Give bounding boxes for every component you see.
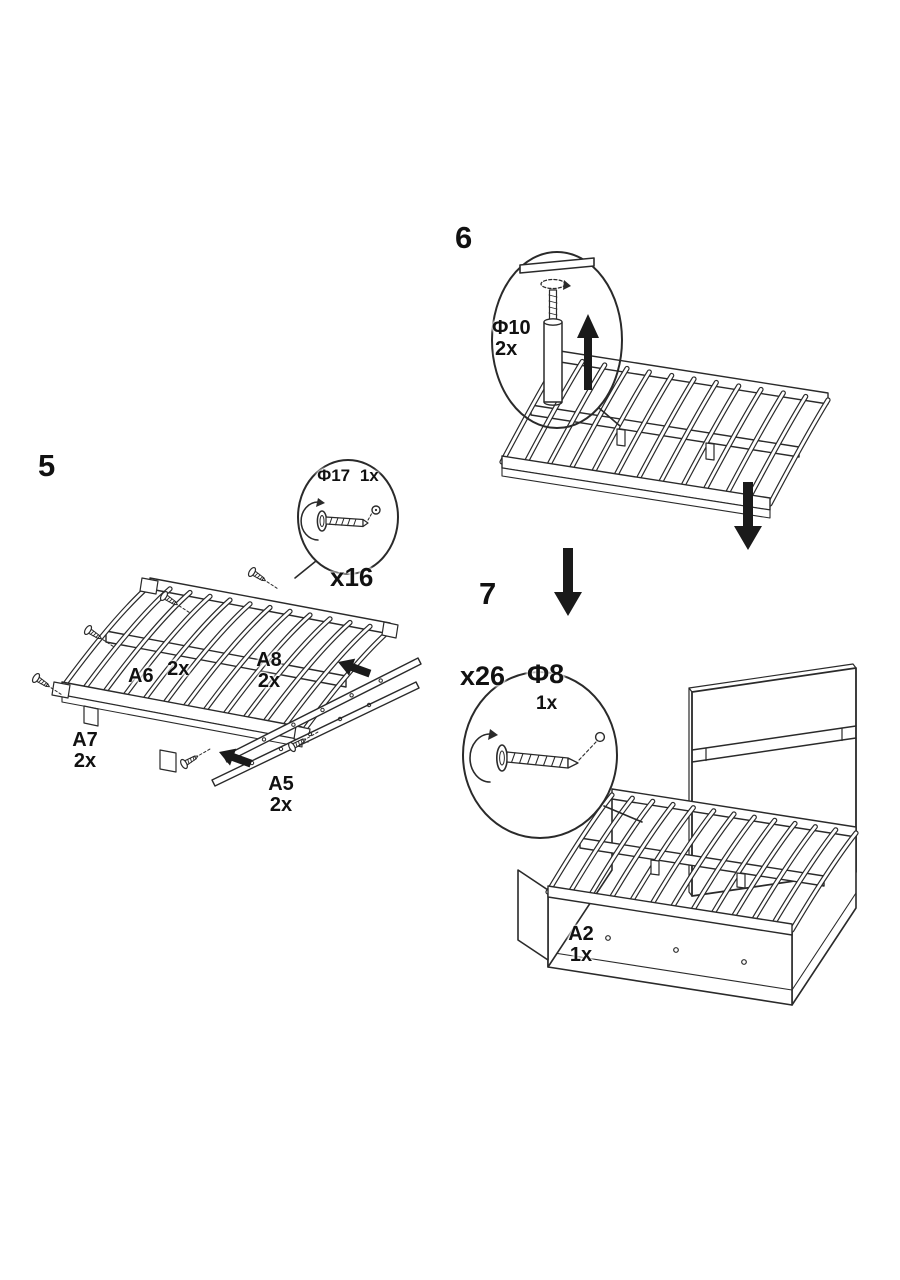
step-6-number: 6 bbox=[455, 220, 473, 255]
step-5-number: 5 bbox=[38, 448, 56, 483]
part-label-a8: A8 2x bbox=[247, 649, 291, 693]
step7-callout-part: Φ8 bbox=[527, 659, 565, 689]
step7-callout bbox=[462, 671, 643, 839]
screw-icon bbox=[469, 729, 606, 783]
part-a7-qty: 2x bbox=[73, 750, 97, 773]
step7-slat-deck bbox=[548, 788, 856, 936]
step6-slat-base bbox=[502, 350, 828, 519]
arrow-down-icon bbox=[554, 548, 582, 616]
step5-drawing bbox=[30, 459, 422, 787]
arrow-down-icon bbox=[734, 482, 762, 550]
step5-slat-assembly bbox=[51, 577, 399, 773]
step6-callout bbox=[491, 251, 623, 429]
step7-bed-frame bbox=[517, 794, 857, 1006]
step5-callout-qty: 1x bbox=[359, 466, 379, 485]
step7-drawing bbox=[462, 663, 857, 1006]
step7-screw-count: x26 bbox=[460, 661, 506, 691]
step5-callout-part: Φ17 bbox=[317, 466, 351, 485]
part-a7-id: A7 bbox=[72, 729, 98, 751]
part-label-a2: A2 1x bbox=[556, 923, 606, 967]
step7-callout-qty: 1x bbox=[536, 693, 558, 714]
part-label-a5: A5 2x bbox=[258, 773, 304, 817]
step6-down-arrows bbox=[554, 482, 762, 616]
part-a8-id: A8 bbox=[256, 649, 282, 671]
step6-callout-qty: 2x bbox=[495, 338, 518, 361]
part-a6-id: A6 bbox=[128, 665, 154, 687]
step5-side-rails-a5 bbox=[211, 657, 422, 787]
step5-callout bbox=[294, 459, 399, 579]
step6-callout-label: Φ10 2x bbox=[492, 317, 540, 361]
step6-callout-part: Φ10 bbox=[492, 317, 531, 339]
step5-callout-label: Φ17 1x bbox=[306, 466, 390, 485]
part-a8-qty: 2x bbox=[257, 670, 281, 693]
part-label-a7: A7 2x bbox=[62, 729, 108, 773]
part-a6-qty: 2x bbox=[167, 658, 190, 680]
step5-screw-count: x16 bbox=[330, 562, 374, 592]
step-7-number: 7 bbox=[479, 576, 497, 611]
part-a2-id: A2 bbox=[568, 923, 594, 945]
part-a5-qty: 2x bbox=[269, 794, 293, 817]
arrow-up-icon bbox=[577, 314, 599, 390]
part-a5-id: A5 bbox=[268, 773, 294, 795]
bolt-icon bbox=[300, 498, 381, 541]
step6-drawing bbox=[491, 251, 828, 616]
part-label-a6: A6 2x bbox=[128, 658, 189, 687]
leg-icon bbox=[519, 257, 599, 406]
part-a2-qty: 1x bbox=[569, 944, 593, 967]
